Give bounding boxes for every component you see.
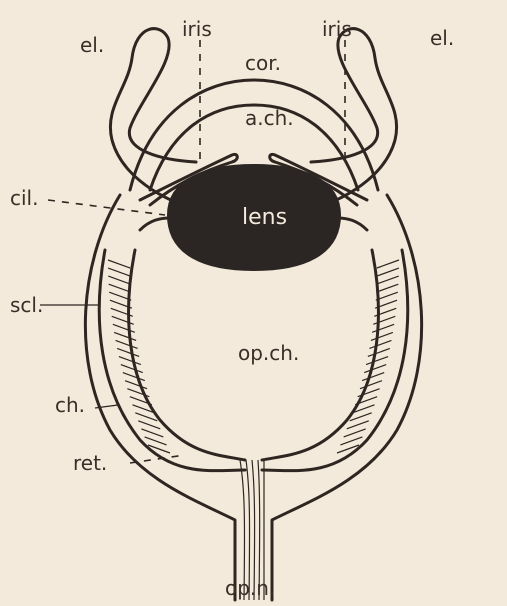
hatch-line (138, 421, 160, 429)
label-iris-left: iris (182, 17, 212, 41)
cil-leader (48, 200, 165, 215)
hatch-line (109, 284, 131, 292)
hatch-line (123, 373, 145, 381)
label-iris-right: iris (322, 17, 352, 41)
hatch-line (371, 332, 393, 340)
label-cornea: cor. (245, 51, 281, 75)
hatch-line (347, 421, 369, 429)
hatch-line (368, 348, 390, 356)
label-ciliary: cil. (10, 186, 38, 210)
hatch-line (372, 324, 394, 332)
hatch-line (358, 389, 380, 397)
hatch-line (369, 340, 391, 348)
hatch-line (364, 365, 386, 373)
hatch-line (362, 373, 384, 381)
hatch-line (377, 276, 399, 284)
label-el-right: el. (430, 26, 454, 50)
hatch-line (108, 260, 130, 268)
hatch-line (108, 276, 130, 284)
hatch-line (377, 260, 399, 268)
hatch-line (116, 340, 138, 348)
hatch-line (108, 268, 130, 276)
hatch-line (121, 365, 143, 373)
label-choroid: ch. (55, 393, 85, 417)
hatch-line (119, 357, 141, 365)
hatch-line (344, 429, 366, 437)
label-optic-chamber: op.ch. (238, 341, 299, 365)
ciliary-left (140, 218, 170, 230)
hatch-line (125, 381, 147, 389)
label-lens: lens (242, 205, 287, 230)
hatch-line (112, 316, 134, 324)
hatch-line (340, 437, 362, 445)
hatch-line (366, 357, 388, 365)
hatch-line (373, 316, 395, 324)
label-anterior-chamber: a.ch. (245, 106, 294, 130)
label-retina: ret. (73, 451, 107, 475)
label-optic-nerve: op.n. (225, 576, 275, 600)
hatch-line (141, 429, 163, 437)
hatch-line (145, 437, 167, 445)
label-el-left: el. (80, 33, 104, 57)
hatch-line (376, 284, 398, 292)
hatch-line (377, 268, 399, 276)
hatch-line (117, 348, 139, 356)
hatch-line (127, 389, 149, 397)
hatch-line (114, 332, 136, 340)
label-sclera: scl. (10, 293, 43, 317)
hatch-line (113, 324, 135, 332)
hatch-line (360, 381, 382, 389)
ciliary-right (337, 218, 367, 230)
